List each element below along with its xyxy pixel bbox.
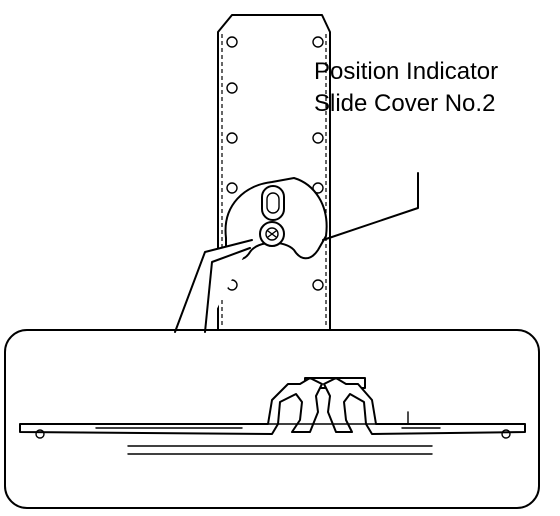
- cross-section: [19, 377, 526, 455]
- position-indicator-slide-cover: [224, 177, 328, 261]
- rail-holes: [226, 36, 324, 291]
- detail-connector: [174, 239, 253, 333]
- callout-leader-line: [322, 172, 419, 241]
- callout-label-line1: Position Indicator: [314, 58, 498, 85]
- callout-label-line2: Slide Cover No.2: [314, 90, 495, 117]
- detail-view-box: [4, 329, 540, 509]
